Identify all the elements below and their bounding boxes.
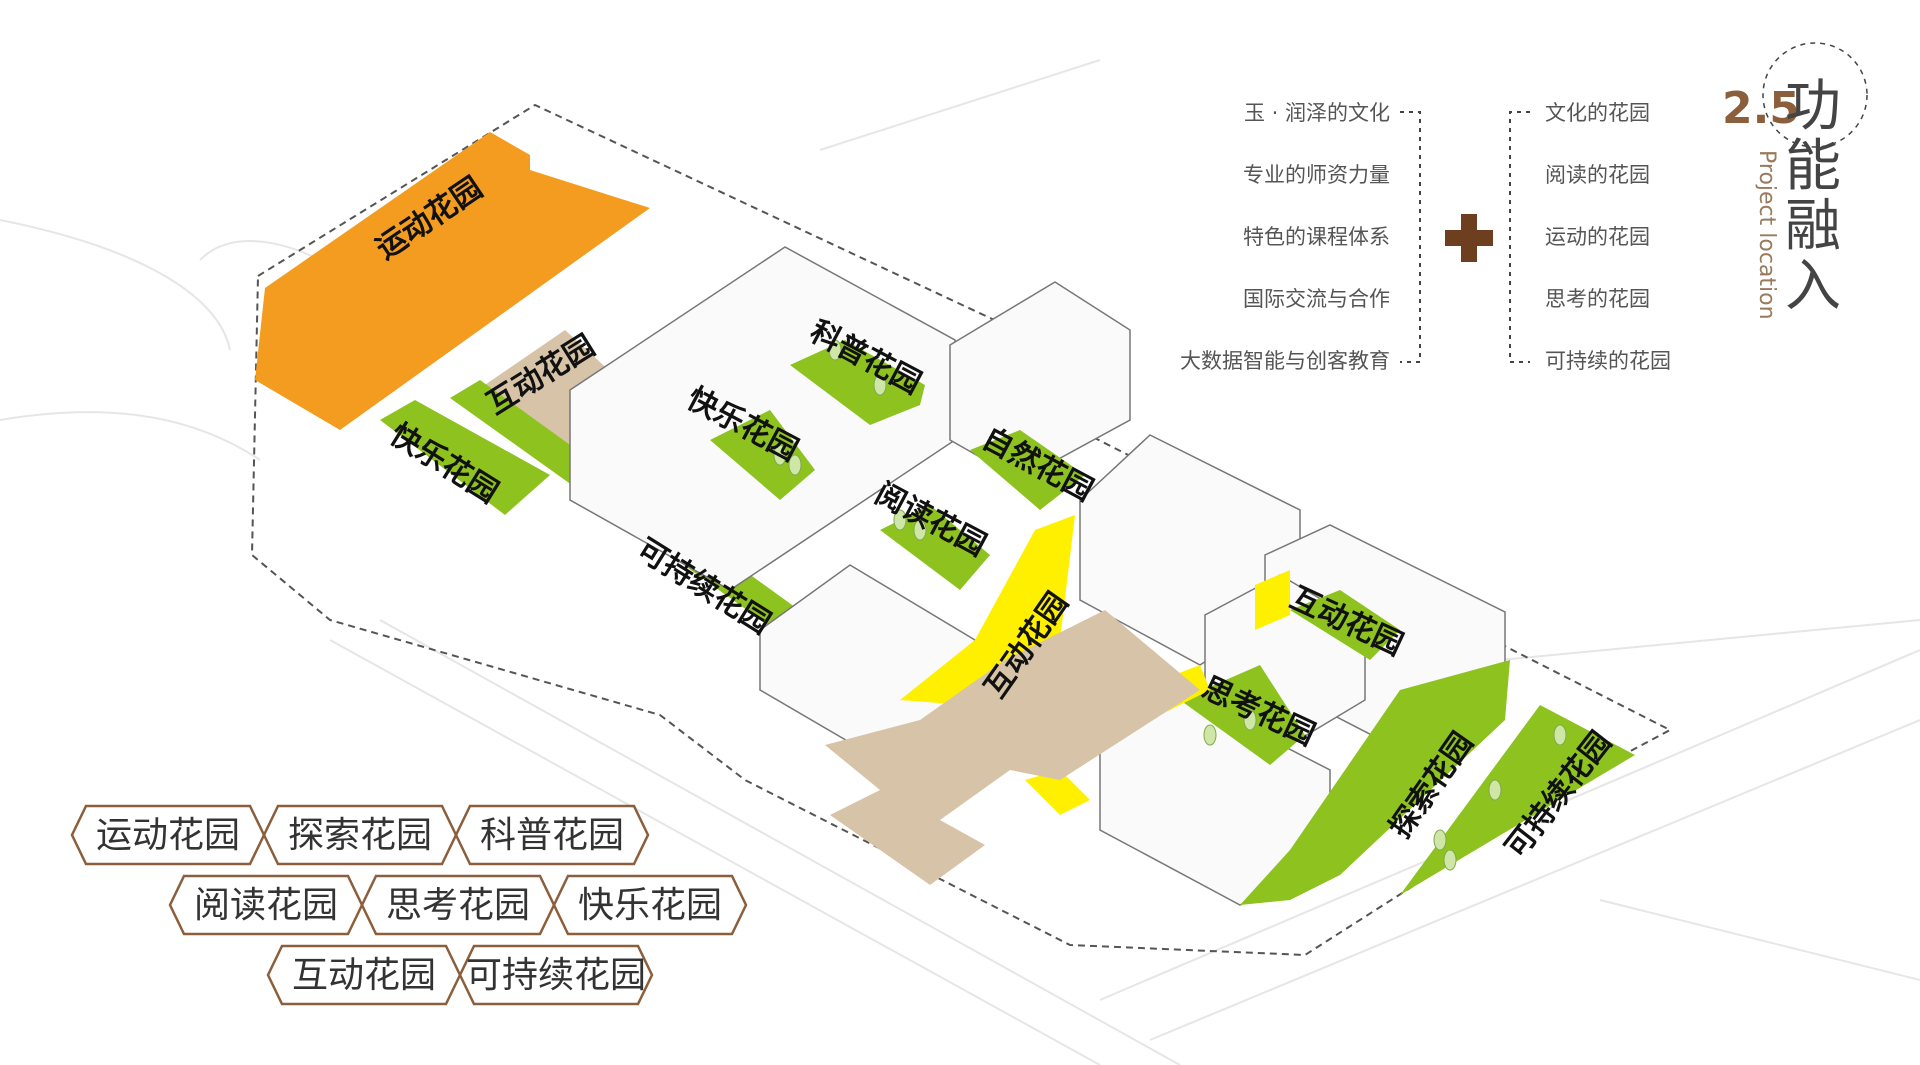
zone-nature-garden[interactable] [970,430,1085,510]
title-dashed-circle [1762,42,1868,148]
left-list-item: 玉 · 润泽的文化 [1244,101,1390,125]
legend-item: 快乐花园 [552,874,748,936]
section-number: 2.5 [1722,83,1800,134]
zone-thinking-garden[interactable] [1180,665,1305,765]
right-bracket [1509,111,1530,363]
legend-hexagon [552,874,748,936]
legend-label: 探索花园 [288,815,432,856]
right-list-item: 思考的花园 [1545,287,1650,311]
left-list-item: 大数据智能与创客教育 [1180,349,1390,373]
section-title-vertical: 功 能 融 入 [1785,74,1841,319]
legend-item: 科普花园 [454,804,650,866]
zone-sports-garden[interactable] [255,132,650,430]
plus-icon [1445,214,1493,262]
legend-hexagon [454,804,650,866]
legend-item: 互动花园 [266,944,462,1006]
legend-hexagon [70,804,266,866]
legend-item: 可持续花园 [458,944,654,1006]
right-feature-list: 文化的花园 阅读的花园 运动的花园 思考的花园 可持续的花园 [1545,101,1671,373]
right-list-item: 可持续的花园 [1545,349,1671,373]
zone-happy-garden-west[interactable] [380,400,550,515]
left-feature-list: 玉 · 润泽的文化 专业的师资力量 特色的课程体系 国际交流与合作 大数据智能与… [1180,101,1390,373]
zone-happy-garden-center[interactable] [710,410,815,500]
hexagon-legend: 运动花园 探索花园 科普花园阅读花园 思考花园 快乐花园互动花园可持续花园 [70,804,748,1006]
legend-label: 阅读花园 [194,885,338,926]
left-list-item: 特色的课程体系 [1243,225,1390,249]
legend-label: 互动花园 [292,955,436,996]
legend-item: 阅读花园 [168,874,364,936]
trees [773,339,1567,871]
zone-explore-garden[interactable] [1240,660,1510,905]
legend-hexagon [458,944,654,1006]
legend-label: 快乐花园 [578,885,722,926]
zone-science-garden[interactable] [790,340,925,425]
section-subtitle: Project location [1754,150,1779,320]
legend-hexagon [168,874,364,936]
right-list-item: 运动的花园 [1545,225,1650,249]
legend-item: 运动花园 [70,804,266,866]
title-char: 功 [1785,74,1841,139]
legend-hexagon [360,874,556,936]
left-bracket [1400,111,1421,363]
left-list-item: 专业的师资力量 [1243,163,1390,187]
legend-label: 运动花园 [96,815,240,856]
left-list-item: 国际交流与合作 [1243,287,1390,311]
legend-hexagon [262,804,458,866]
legend-hexagon [266,944,462,1006]
title-char: 能 [1785,134,1841,199]
legend-label: 科普花园 [480,815,624,856]
legend-label: 思考花园 [386,885,530,926]
zone-sustainable-garden-corner[interactable] [1400,705,1635,895]
zone-interactive-garden-plaza[interactable] [825,610,1200,885]
zone-reading-garden[interactable] [880,505,990,590]
title-char: 融 [1785,194,1841,259]
legend-item: 探索花园 [262,804,458,866]
legend-label: 可持续花园 [466,955,646,996]
title-char: 入 [1785,254,1841,319]
legend-item: 思考花园 [360,874,556,936]
right-list-item: 文化的花园 [1545,101,1650,125]
right-list-item: 阅读的花园 [1545,163,1650,187]
zone-interactive-garden-east-court[interactable] [1290,590,1400,660]
